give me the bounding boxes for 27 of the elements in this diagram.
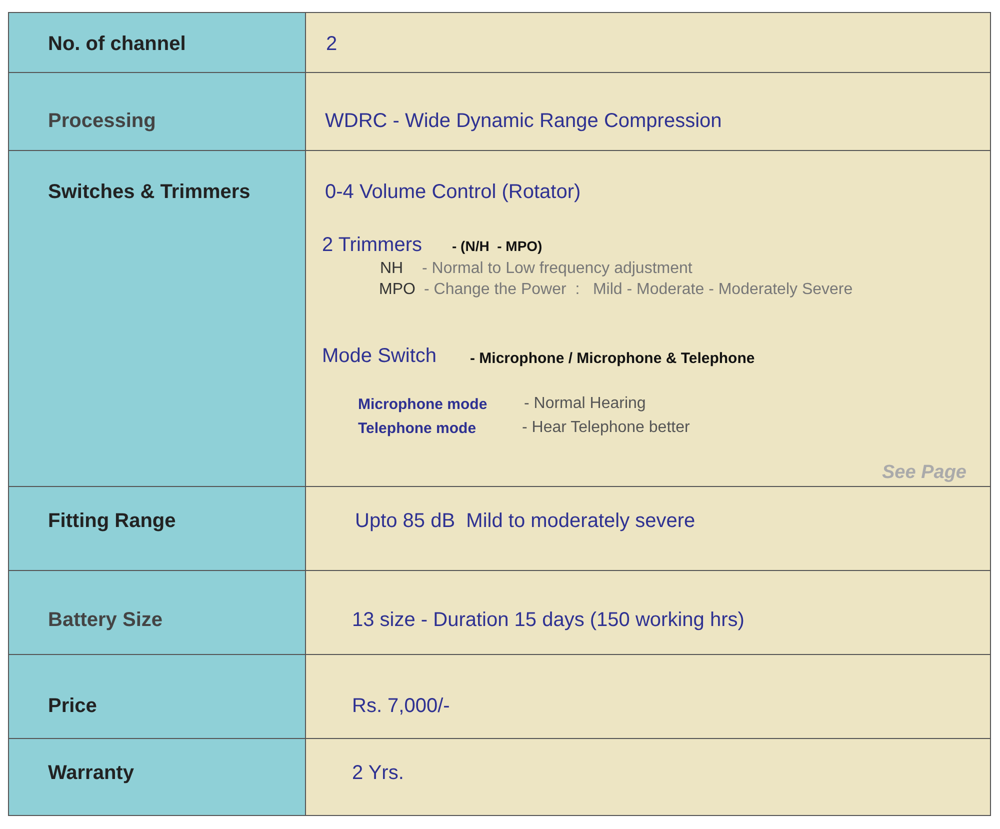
spec-value: Mode Switch xyxy=(322,344,436,368)
row-header: No. of channel xyxy=(48,32,186,56)
term-text: Microphone mode xyxy=(358,396,488,413)
spec-value: 2 Trimmers xyxy=(322,234,422,257)
spec-value: Upto 85 dB Mild to moderately severe xyxy=(355,510,696,533)
term-text: Telephone mode xyxy=(358,420,476,437)
row-header: Processing xyxy=(48,110,156,133)
term-text: MPO xyxy=(379,281,416,300)
spec-value: 2 Yrs. xyxy=(352,762,404,785)
spec-value: Rs. 7,000/- xyxy=(352,694,450,718)
spec-note: - Microphone / Microphone & Telephone xyxy=(470,350,755,367)
description-text: - Normal to Low frequency adjustment xyxy=(422,260,692,278)
spec-value: 2 xyxy=(326,32,338,56)
description-text: - Normal Hearing xyxy=(524,395,646,414)
spec-value: WDRC - Wide Dynamic Range Compression xyxy=(325,110,722,133)
term-text: NH xyxy=(380,260,404,278)
row-header: Fitting Range xyxy=(48,510,176,533)
row-header: Warranty xyxy=(48,762,134,785)
spec-note: - (N/H - MPO) xyxy=(452,238,542,254)
row-header: Price xyxy=(48,694,97,718)
description-text: - Hear Telephone better xyxy=(522,419,690,438)
row-header: Switches & Trimmers xyxy=(48,180,250,204)
spec-value: 13 size - Duration 15 days (150 working hrs) xyxy=(352,608,744,632)
see-page-note: See Page xyxy=(882,462,966,484)
row-header: Battery Size xyxy=(48,608,162,632)
spec-value: 0-4 Volume Control (Rotator) xyxy=(325,180,581,204)
description-text: - Change the Power : Mild - Moderate - Moderately Severe xyxy=(424,281,853,300)
